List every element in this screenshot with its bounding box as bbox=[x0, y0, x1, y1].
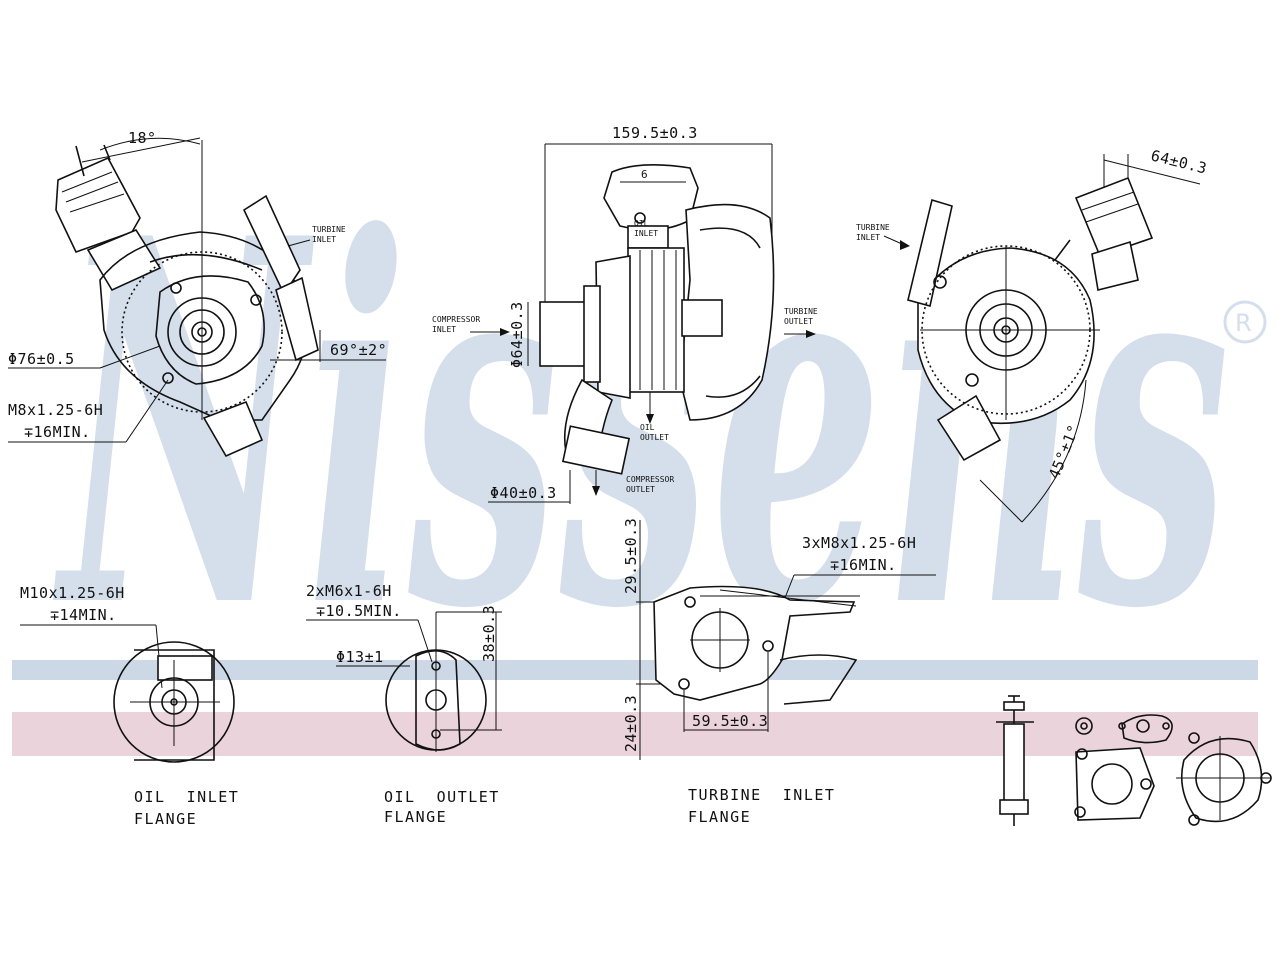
oil-inlet-flange: M10x1.25-6H ∓14MIN. OIL INLET FLANGE bbox=[20, 584, 239, 828]
left-view: 18° TURBINE INLET Φ76±0.5 69°±2° bbox=[8, 129, 387, 458]
oil-outlet-height: 38±0.3 bbox=[480, 605, 498, 662]
oil-inlet-depth: ∓14MIN. bbox=[50, 606, 117, 624]
oil-inlet-caption-1: OIL INLET bbox=[134, 788, 239, 806]
turbine-inlet-thread: 3xM8x1.25-6H bbox=[802, 534, 916, 552]
turbine-inlet-flange: 3xM8x1.25-6H ∓16MIN. 29.5±0.3 24±0.3 59.… bbox=[622, 518, 936, 826]
right-view: 64±0.3 45°±1° TURBINE INLET bbox=[856, 146, 1209, 523]
center-width-label: 159.5±0.3 bbox=[612, 124, 698, 142]
center-oil-inlet-line1: OIL bbox=[634, 219, 649, 228]
left-turbine-inlet-line2: INLET bbox=[312, 235, 336, 244]
registered-mark: R bbox=[1235, 309, 1252, 337]
turbine-flange-shim bbox=[1176, 732, 1272, 826]
center-oil-inlet-line2: INLET bbox=[634, 229, 658, 238]
left-turbine-housing bbox=[99, 194, 319, 458]
center-oil-outlet-line2: OUTLET bbox=[640, 433, 669, 442]
turbine-inlet-top-offset: 29.5±0.3 bbox=[622, 518, 640, 594]
turbine-inlet-caption-1: TURBINE INLET bbox=[688, 786, 835, 804]
oil-outlet-caption-1: OIL OUTLET bbox=[384, 788, 500, 806]
center-outlet-diameter-label: Φ40±0.3 bbox=[490, 484, 557, 502]
turbine-gasket bbox=[1074, 747, 1155, 821]
turbine-inlet-width: 59.5±0.3 bbox=[692, 712, 768, 730]
center-compressor-inlet-line1: COMPRESSOR bbox=[432, 315, 480, 324]
oil-inlet-thread: M10x1.25-6H bbox=[20, 584, 125, 602]
banjo-bolt bbox=[996, 695, 1034, 826]
oil-outlet-flange: 2xM6x1-6H ∓10.5MIN. Φ13±1 38±0.3 OIL OUT… bbox=[306, 582, 502, 826]
turbine-inlet-caption-2: FLANGE bbox=[688, 808, 751, 826]
watermark-pink-band bbox=[12, 712, 1258, 756]
oil-inlet-caption-2: FLANGE bbox=[134, 810, 197, 828]
registered-mark-circle bbox=[1223, 300, 1267, 344]
center-actuator-label: 6 bbox=[641, 168, 648, 181]
right-turbine-inlet-line2: INLET bbox=[856, 233, 880, 242]
left-diameter-label: Φ76±0.5 bbox=[8, 350, 75, 368]
left-turbine-inlet-line1: TURBINE bbox=[312, 225, 346, 234]
watermark-blue-band bbox=[12, 660, 1258, 680]
left-thread-label: M8x1.25-6H bbox=[8, 401, 103, 419]
turbine-inlet-depth: ∓16MIN. bbox=[830, 556, 897, 574]
center-view: 159.5±0.3 6 COMPRESSOR INLET TURBI bbox=[432, 124, 818, 504]
center-turbine-outlet-line1: TURBINE bbox=[784, 307, 818, 316]
left-flange-angle-label: 69°±2° bbox=[330, 341, 387, 359]
right-turbine-inlet-line1: TURBINE bbox=[856, 223, 890, 232]
center-compressor-inlet-line2: INLET bbox=[432, 325, 456, 334]
left-actuator bbox=[55, 144, 162, 292]
center-actuator: 6 bbox=[603, 164, 699, 249]
center-oil-outlet-line1: OIL bbox=[640, 423, 655, 432]
turbine-inlet-bottom-offset: 24±0.3 bbox=[622, 695, 640, 752]
oil-outlet-hole: Φ13±1 bbox=[336, 648, 384, 666]
center-turbine-outlet-line2: OUTLET bbox=[784, 317, 813, 326]
center-compressor-outlet-line2: OUTLET bbox=[626, 485, 655, 494]
oil-gasket bbox=[1075, 714, 1173, 744]
left-depth-label: ∓16MIN. bbox=[24, 423, 91, 441]
oil-outlet-depth: ∓10.5MIN. bbox=[316, 602, 402, 620]
center-inlet-diameter-label: Φ64±0.3 bbox=[508, 301, 526, 368]
left-angle-label: 18° bbox=[128, 129, 157, 147]
oil-outlet-caption-2: FLANGE bbox=[384, 808, 447, 826]
oil-outlet-thread: 2xM6x1-6H bbox=[306, 582, 392, 600]
center-compressor-outlet-line1: COMPRESSOR bbox=[626, 475, 674, 484]
accessories bbox=[996, 695, 1272, 826]
